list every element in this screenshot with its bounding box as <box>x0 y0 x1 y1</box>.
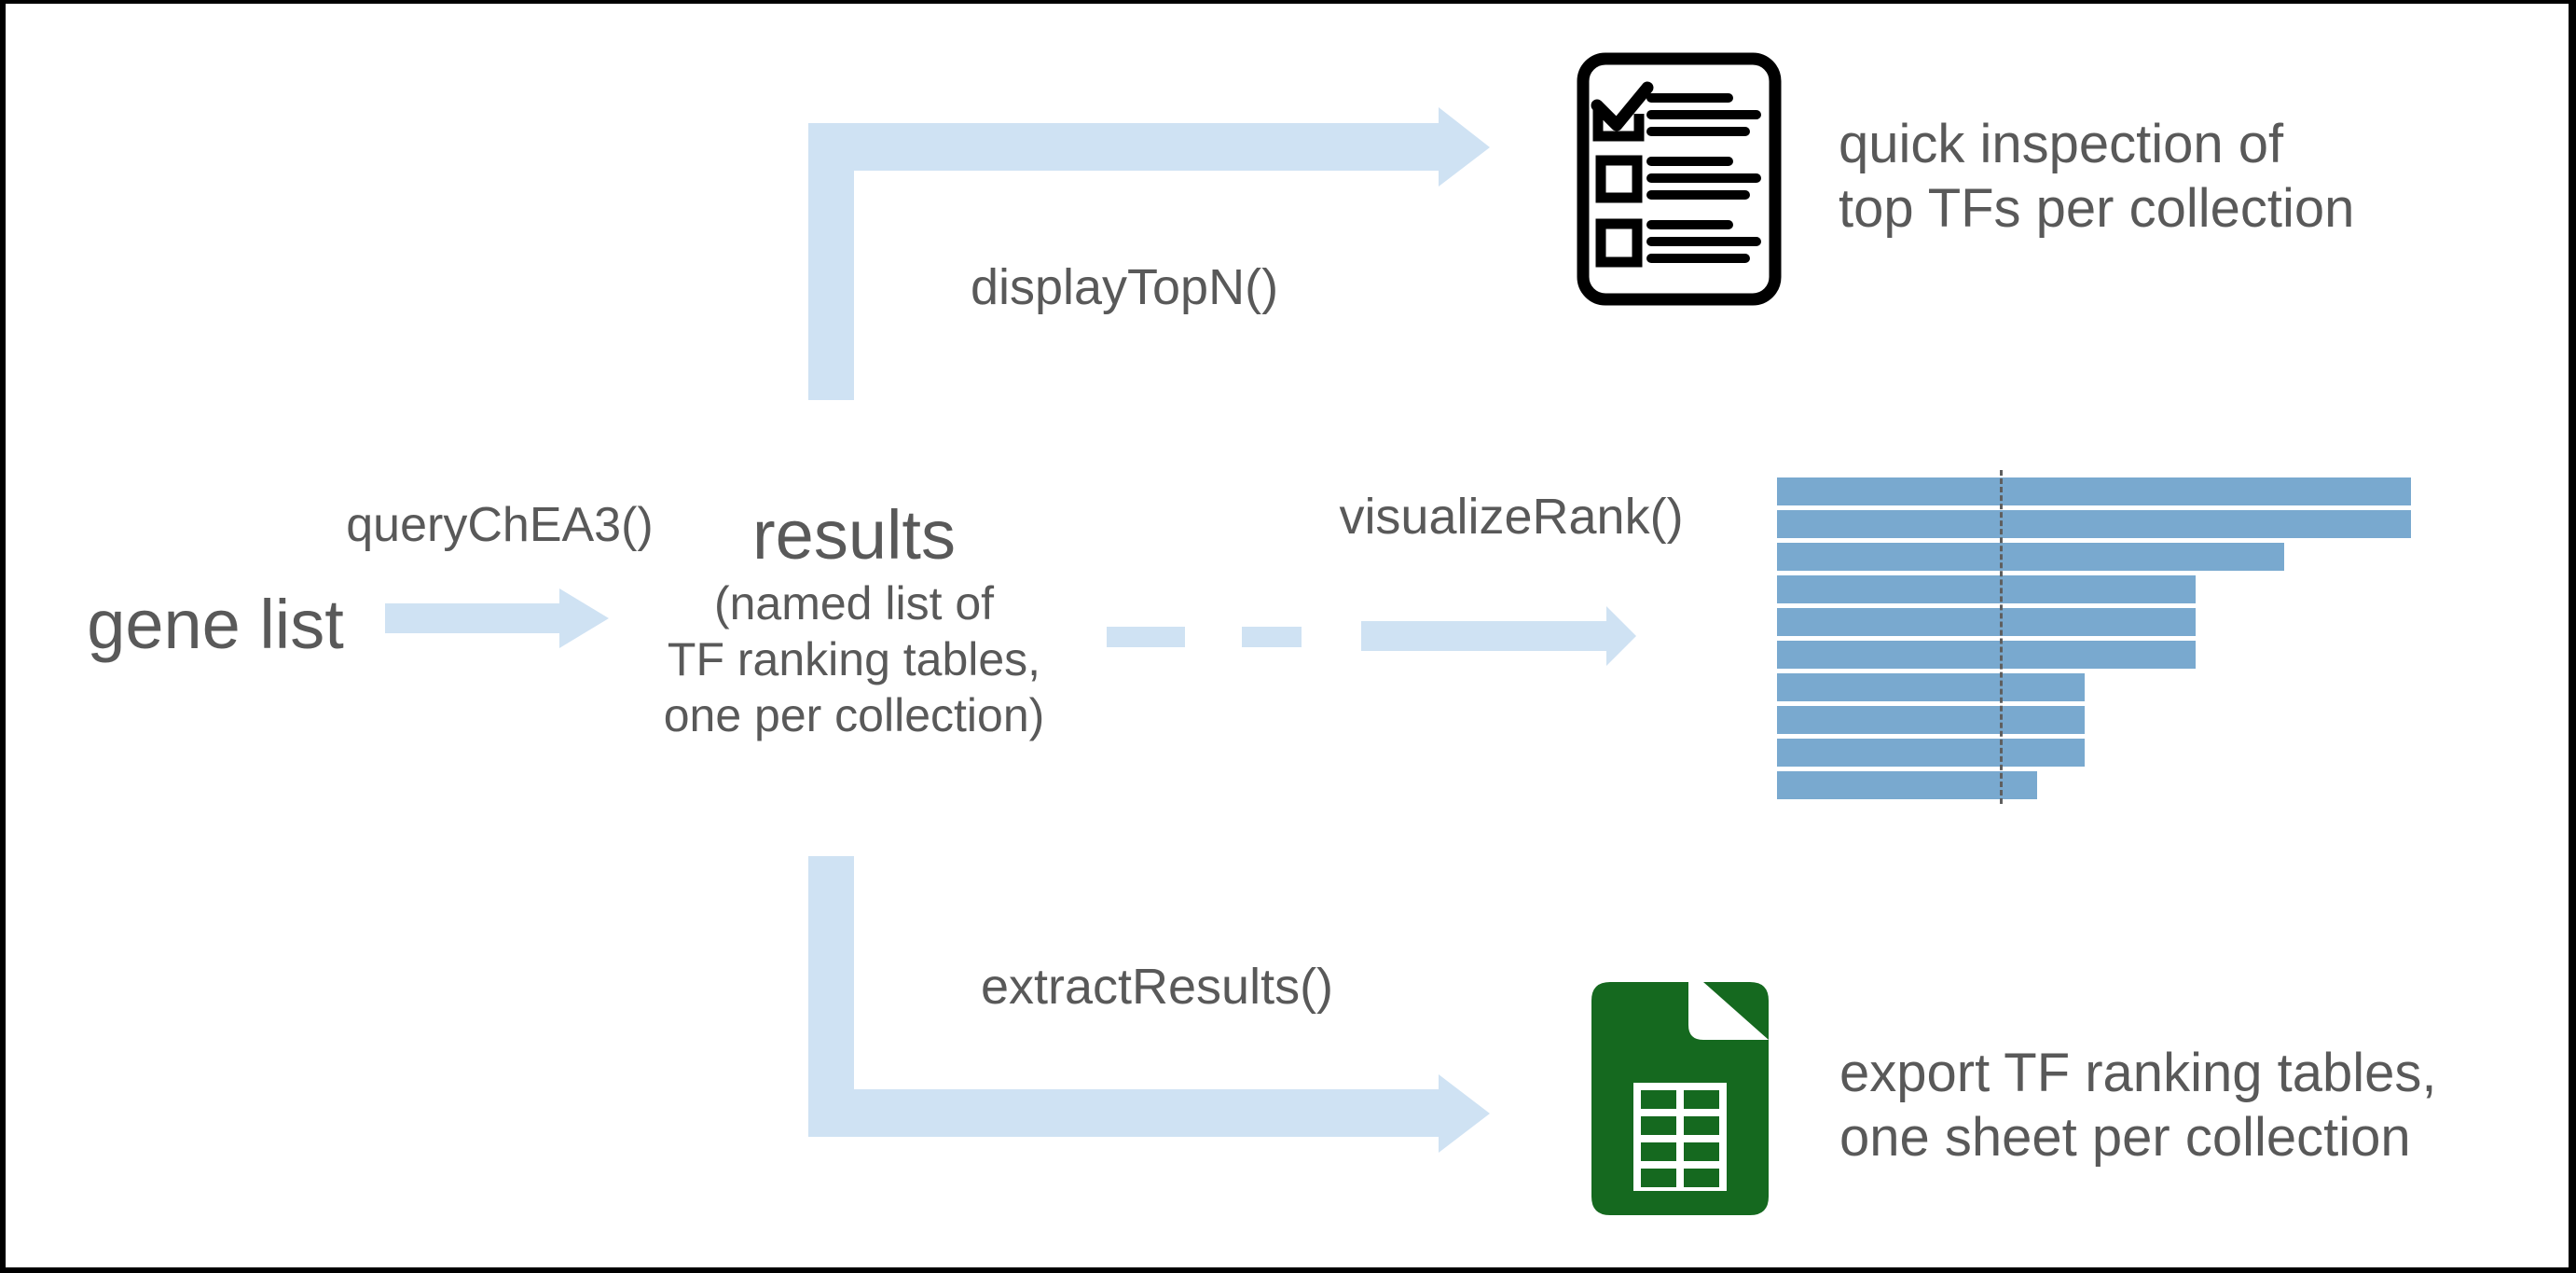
results-node-title: results <box>752 496 956 574</box>
rank-bar <box>1777 739 2085 767</box>
rank-bar <box>1777 641 2196 669</box>
export-caption-line2: one sheet per collection <box>1839 1107 2411 1168</box>
export-caption-line1: export TF ranking tables, <box>1839 1043 2437 1103</box>
display-topn-function-label: displayTopN() <box>970 259 1279 315</box>
results-node-subtitle: (named list of TF ranking tables, one pe… <box>621 575 1087 743</box>
rank-bar <box>1777 510 2411 538</box>
query-function-label: queryChEA3() <box>346 498 654 552</box>
arrow-visualize-dash2-icon <box>1242 627 1302 647</box>
rank-bar <box>1777 706 2085 734</box>
rank-bar-chart <box>1777 477 2420 800</box>
checklist-icon <box>1577 52 1782 306</box>
arrow-visualize-head-icon <box>1361 606 1636 666</box>
slide-canvas: gene list queryChEA3() results (named li… <box>6 4 2569 1267</box>
rank-bar <box>1777 608 2196 636</box>
export-caption: export TF ranking tables, one sheet per … <box>1839 1041 2436 1169</box>
rank-bar <box>1777 575 2196 603</box>
results-subtitle-line2: TF ranking tables, <box>667 633 1041 685</box>
rank-bar <box>1777 477 2411 505</box>
arrow-display-elbow-icon <box>808 107 1490 400</box>
rank-bar <box>1777 673 2085 701</box>
arrow-query-icon <box>385 588 609 648</box>
rank-bar <box>1777 771 2037 799</box>
gene-list-node: gene list <box>87 586 344 663</box>
rank-bar <box>1777 543 2284 571</box>
inspection-caption: quick inspection of top TFs per collecti… <box>1839 112 2354 241</box>
rank-reference-line <box>2000 470 2003 804</box>
inspection-caption-line1: quick inspection of <box>1839 114 2284 174</box>
results-subtitle-line3: one per collection) <box>663 689 1045 741</box>
results-subtitle-line1: (named list of <box>713 577 995 630</box>
inspection-caption-line2: top TFs per collection <box>1839 178 2355 239</box>
extract-results-function-label: extractResults() <box>980 959 1334 1015</box>
visualize-rank-function-label: visualizeRank() <box>1339 489 1684 545</box>
spreadsheet-icon <box>1591 982 1769 1215</box>
spreadsheet-fold <box>1703 982 1769 1040</box>
arrow-visualize-dash1-icon <box>1107 627 1185 647</box>
